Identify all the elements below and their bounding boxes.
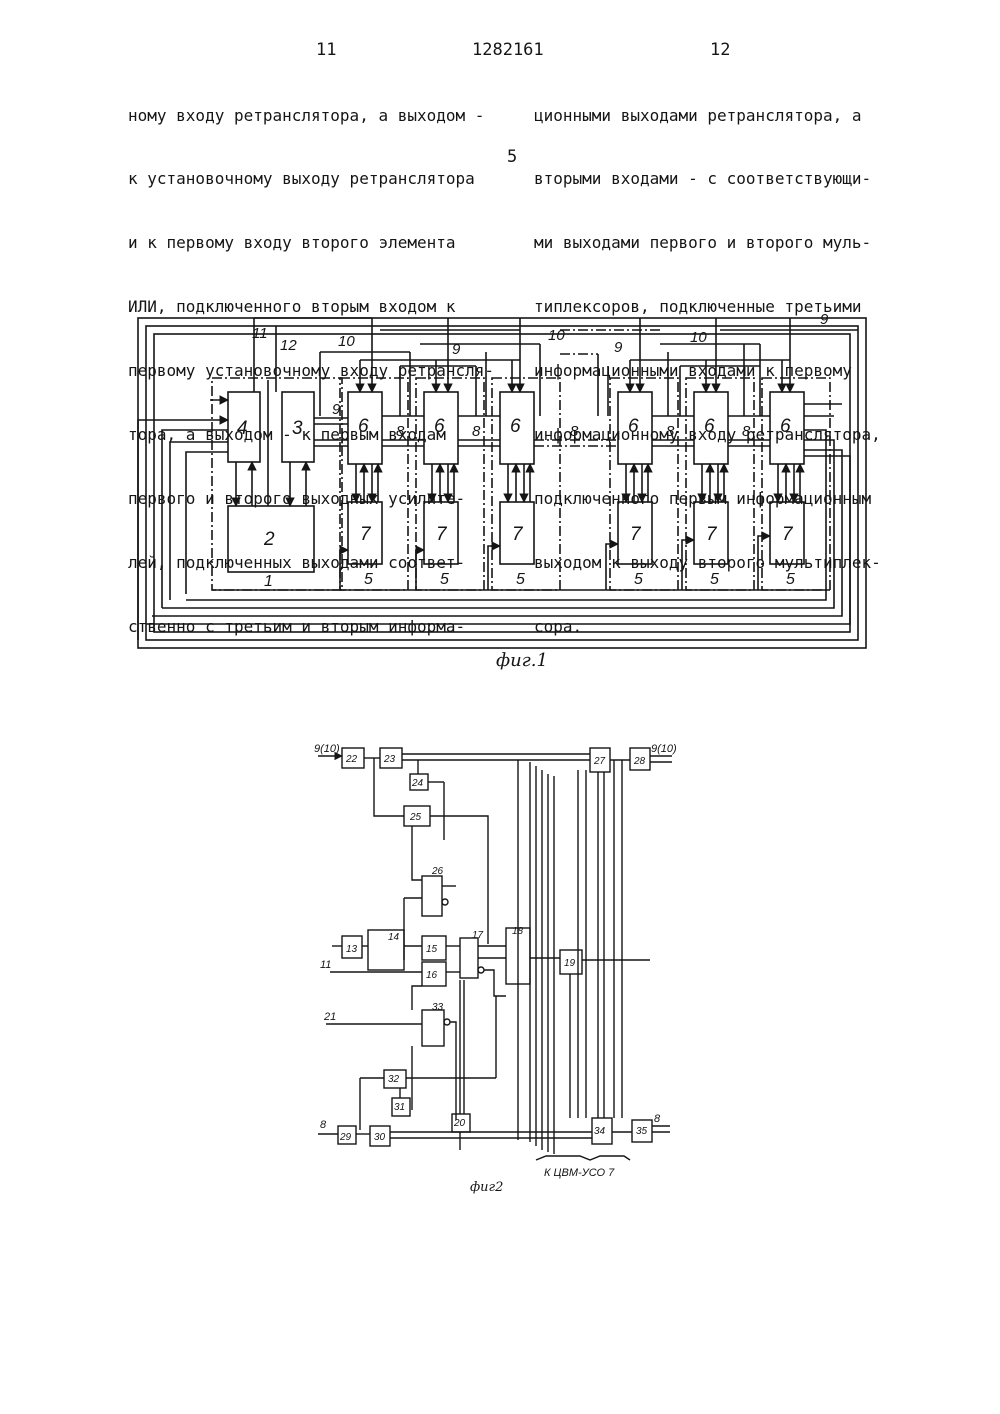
label-block-23: 23 [383,754,396,765]
label-block-18: 18 [512,926,524,937]
label-block-35: 35 [636,1126,648,1137]
label-block-26: 26 [431,866,444,877]
label-block-22: 22 [345,754,358,765]
output-label-8: 8 [654,1113,661,1125]
input-label-21: 21 [323,1011,336,1023]
label-block-24: 24 [411,778,424,789]
label-block-25: 25 [409,812,422,823]
input-label-8: 8 [320,1119,327,1131]
label-block-27: 27 [593,756,606,767]
label-block-17: 17 [472,930,484,941]
block-33 [422,1010,444,1046]
label-block-28: 28 [633,756,646,767]
label-block-14: 14 [388,932,400,943]
label-block-13: 13 [346,944,358,955]
label-block-15: 15 [426,944,438,955]
label-block-31: 31 [394,1102,405,1113]
label-block-34: 34 [594,1126,606,1137]
figure-2-caption: фиг2 [470,1180,503,1195]
label-block-30: 30 [374,1132,386,1143]
label-block-16: 16 [426,970,438,981]
bus-label-k-tsvm-uso: К ЦВМ-УСО 7 [544,1167,615,1179]
block-17 [460,938,478,978]
input-label-9-10: 9(10) [314,743,340,755]
output-label-9-10: 9(10) [651,743,677,755]
label-block-29: 29 [339,1132,352,1143]
label-block-20: 20 [453,1118,466,1129]
block-26 [422,876,442,916]
label-block-19: 19 [564,958,576,969]
label-block-32: 32 [388,1074,400,1085]
input-label-11: 11 [320,959,331,971]
label-block-33: 33 [432,1002,444,1013]
